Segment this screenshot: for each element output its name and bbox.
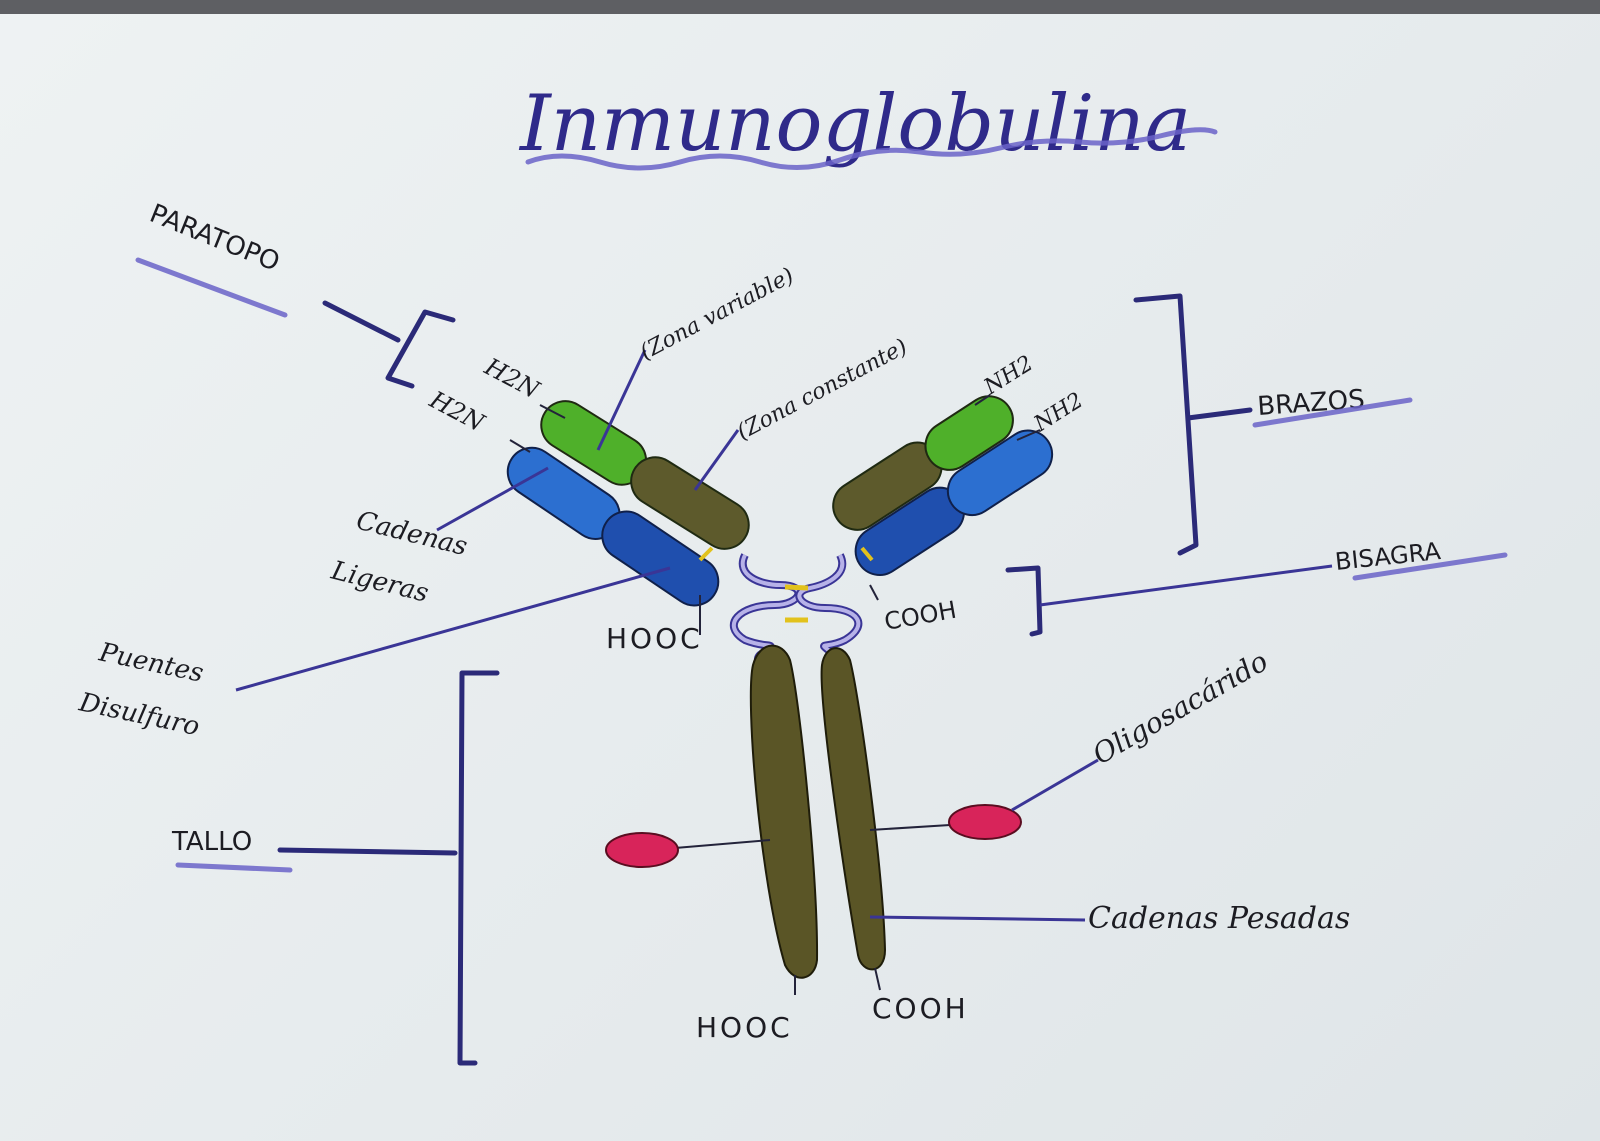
oligosacarido-leader [1011, 758, 1099, 812]
label-zona-variable: (Zona variable) [636, 263, 798, 365]
cooh-bottom-tick [874, 967, 881, 991]
label-cadenas-pesadas: Cadenas Pesadas [1088, 901, 1350, 936]
zona-variable-leader [596, 349, 647, 451]
right-oligo-link [869, 824, 951, 831]
right-heavy-stem [820, 647, 887, 971]
stem-fc [749, 644, 887, 995]
tallo-leader [277, 847, 458, 856]
h2n-tick-2 [509, 439, 531, 453]
label-cooh-bottom: COOH [872, 992, 969, 1025]
label-h2n-2: H2N [424, 385, 489, 438]
h2n-tick-1 [539, 404, 566, 419]
right-light-chain [854, 429, 1054, 576]
left-light-chain [506, 446, 720, 607]
left-arm-disulfide [698, 546, 714, 562]
label-oligosacarido: Oligosacárido [1087, 644, 1273, 771]
label-hooc-top: HOOC [606, 622, 703, 655]
left-heavy-fab [540, 400, 750, 550]
left-oligosaccharide [605, 832, 679, 868]
label-nh2-2: NH2 [1029, 388, 1088, 438]
left-oligo-link [674, 839, 771, 849]
label-cadenas-ligeras-1: Cadenas [353, 506, 470, 562]
right-heavy-fab [832, 395, 1014, 531]
cadenas-ligeras-leader [436, 466, 549, 532]
brazos-bracket [1133, 293, 1199, 556]
paratopo-leader [322, 300, 401, 343]
label-bisagra: BISAGRA [1334, 537, 1443, 576]
right-heavy-variable-domain [924, 395, 1014, 471]
label-tallo: TALLO [171, 827, 252, 857]
hinge-disulfide-1 [784, 584, 809, 591]
left-heavy-stem [749, 644, 819, 979]
zona-constante-leader [693, 429, 740, 491]
paratopo-underline [135, 257, 288, 318]
label-cooh-top: COOH [882, 596, 958, 636]
brazos-leader [1185, 407, 1253, 421]
label-cadenas-ligeras-2: Ligeras [327, 555, 431, 608]
bisagra-underline [1352, 552, 1508, 581]
nh2-tick-2 [1016, 429, 1041, 441]
tallo-bracket [457, 670, 500, 1066]
right-arm [832, 394, 1054, 601]
title-underline [525, 127, 1218, 171]
nh2-tick-1 [974, 394, 991, 406]
brazos-underline [1252, 397, 1413, 428]
left-heavy-constant-domain [630, 456, 750, 550]
label-nh2-1: NH2 [979, 351, 1038, 401]
tallo-underline [175, 862, 293, 873]
bisagra-bracket [1005, 565, 1043, 637]
left-light-constant-domain [601, 510, 720, 607]
left-arm [506, 400, 750, 635]
label-paratopo: PARATOPO [145, 199, 283, 278]
paratopo-bracket [385, 309, 456, 389]
cooh-top-tick [869, 584, 879, 601]
label-hooc-bottom: HOOC [696, 1011, 793, 1044]
label-puentes-2: Disulfuro [76, 687, 203, 742]
label-zona-constante: (Zona constante) [733, 334, 912, 445]
right-arm-disulfide [860, 546, 874, 562]
label-puentes-1: Puentes [96, 637, 206, 689]
right-light-variable-domain [946, 429, 1054, 517]
puentes-leader [235, 566, 671, 692]
label-h2n-1: H2N [479, 352, 544, 405]
cadenas-pesadas-leader [869, 915, 1086, 922]
bisagra-leader [1039, 564, 1333, 607]
right-oligosaccharide [948, 804, 1022, 840]
